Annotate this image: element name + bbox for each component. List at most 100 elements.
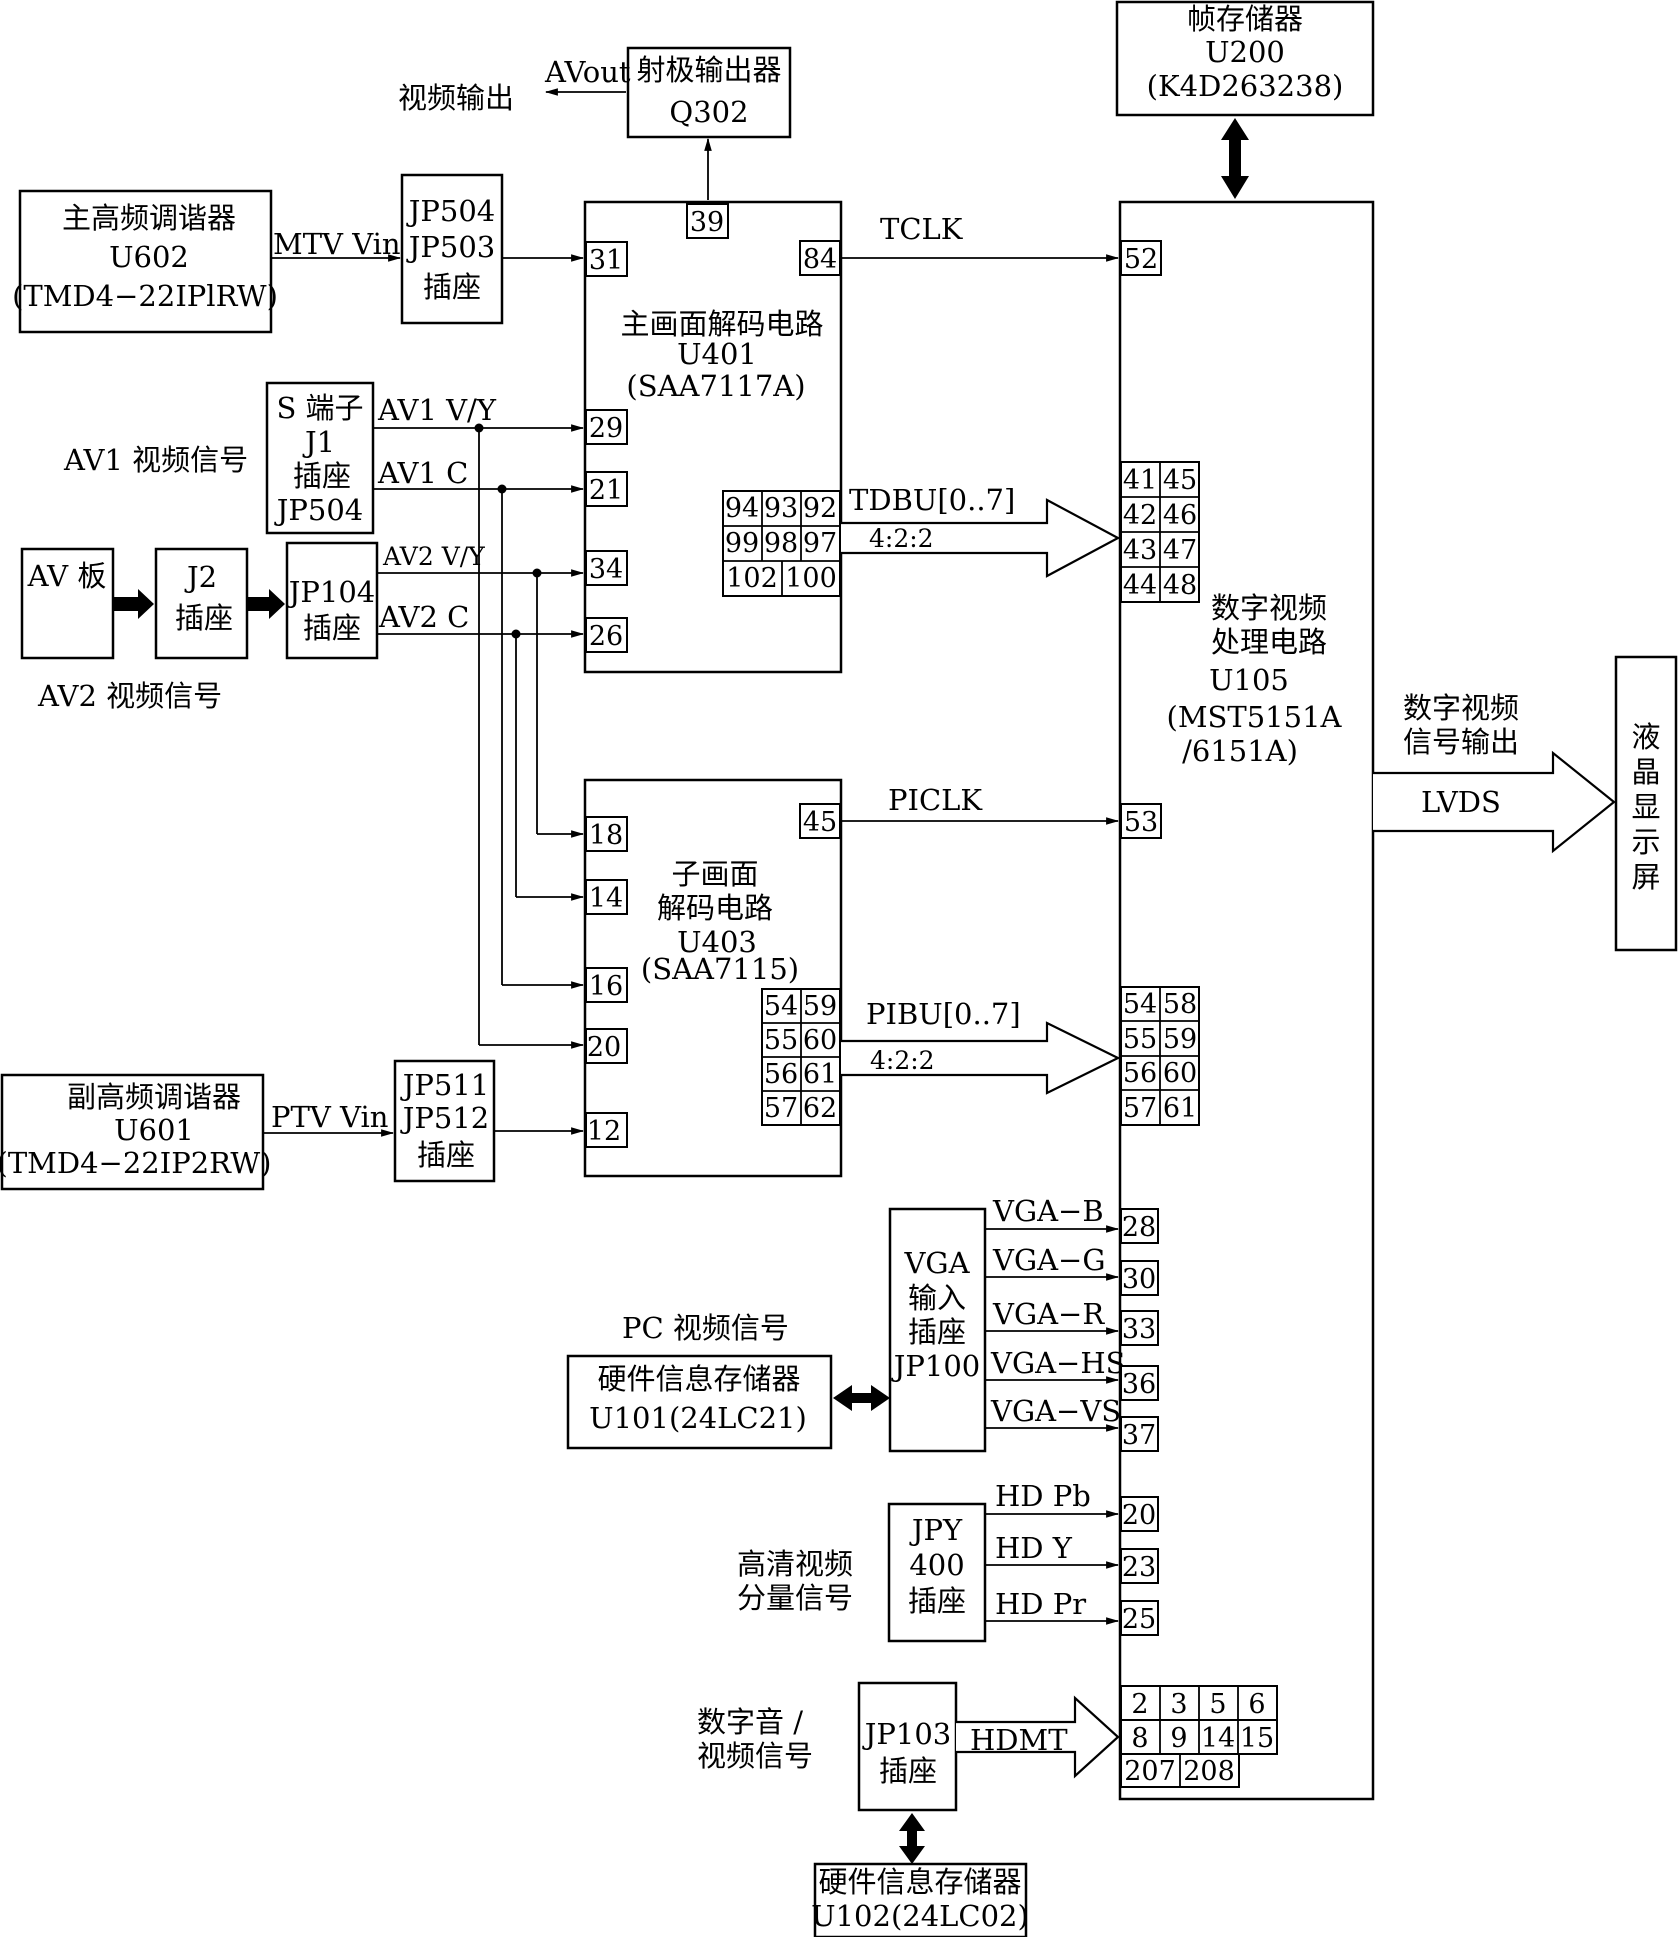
jp504-jp503-socket-label: 插座 [423, 270, 481, 304]
lcd-char: 屏 [1631, 860, 1660, 894]
u105-hd-pin: 25 [1122, 1604, 1156, 1635]
av1-vy-label: AV1 V/Y [377, 393, 497, 427]
j1-jp504-label: JP504 [274, 493, 364, 527]
u105-hd-pin: 23 [1122, 1552, 1156, 1583]
u403-data-pin: 54 [764, 991, 798, 1022]
sub-tuner-name: 副高频调谐器 [67, 1080, 241, 1114]
av2-vy-label: AV2 V/Y [382, 542, 485, 571]
u401-data-pin: 92 [803, 493, 837, 524]
u105-tdbu-pin: 46 [1163, 500, 1197, 531]
jp511-jp512-socket-label: 插座 [417, 1138, 475, 1172]
u105-pibu-pin: 58 [1163, 989, 1197, 1020]
eeprom-hdmi-name: 硬件信息存储器 [818, 1865, 1021, 1899]
u105-vga-pins: 28 30 33 36 37 [1120, 1208, 1159, 1452]
branch-wires [474, 423, 542, 1045]
jp104-socket-label: 插座 [303, 611, 361, 645]
sub-decoder-line2: 解码电路 [657, 891, 773, 925]
lvds-bus-arrow [1373, 750, 1616, 854]
u403-data-pin: 60 [803, 1025, 837, 1056]
eeprom-pc-part: U101(24LC21) [589, 1401, 807, 1435]
lcd-char: 晶 [1631, 755, 1660, 789]
vga-socket-line1: VGA [903, 1246, 970, 1280]
jpy400-line2: 400 [909, 1548, 964, 1582]
dsp-line1: 数字视频 [1211, 591, 1327, 625]
sub-decoder-part: U403 [677, 925, 757, 959]
lcd-block: 液 晶 显 示 屏 [1614, 655, 1678, 952]
av-board-to-j2-arrow [113, 589, 154, 619]
eeprom-pc-name: 硬件信息存储器 [597, 1362, 800, 1396]
u401-data-pin: 100 [785, 563, 837, 594]
j2-socket-label: 插座 [175, 601, 233, 635]
vga-b-label: VGA−B [992, 1194, 1104, 1228]
jp504-jp503-socket: JP504 JP503 插座 [400, 173, 504, 325]
u105-hdmi-pin: 207 [1124, 1756, 1176, 1787]
dsp-model2: /6151A) [1182, 734, 1298, 768]
eeprom-hdmi-part: U102(24LC02) [811, 1899, 1029, 1933]
video-out-label: 视频输出 [398, 81, 514, 115]
emitter-follower-name: 射极输出器 [636, 53, 781, 87]
vga-g-label: VGA−G [992, 1243, 1106, 1277]
jp512-label: JP512 [400, 1101, 490, 1135]
sub-tuner-model: (TMD4−22IP2RW) [0, 1146, 272, 1180]
main-tuner-part: U602 [109, 240, 189, 274]
u105-pibu-pins: 54 58 55 59 56 60 57 61 [1120, 986, 1200, 1126]
u105-vga-pin: 30 [1122, 1264, 1156, 1295]
u105-vga-pin: 36 [1122, 1369, 1156, 1400]
jpy400-line3: 插座 [908, 1584, 966, 1618]
j2-label: J2 [184, 560, 217, 594]
u403-pins: 45 18 14 16 20 12 [585, 803, 841, 1148]
frame-memory-model: (K4D263238) [1147, 69, 1344, 103]
s-terminal-label: S 端子 [276, 391, 363, 425]
u401-pin-31: 31 [589, 245, 623, 276]
u105-tdbu-pin: 42 [1123, 500, 1157, 531]
u105-hdmi-pin: 9 [1170, 1723, 1187, 1754]
j2-socket-block: J2 插座 [154, 547, 249, 660]
hd-y-label: HD Y [995, 1531, 1073, 1565]
dsp-line2: 处理电路 [1211, 625, 1327, 659]
u401-pins: 39 84 31 29 21 34 26 [585, 203, 841, 653]
vga-r-label: VGA−R [992, 1297, 1105, 1331]
eeprom-hdmi-double-arrow [899, 1813, 925, 1864]
main-tuner-model: (TMD4−22IPlRW) [12, 279, 278, 313]
av1-c-label: AV1 C [377, 456, 468, 490]
av2-c-label: AV2 C [378, 600, 469, 634]
s-terminal-j1-block: S 端子 J1 插座 JP504 [265, 381, 375, 535]
vga-hs-label: VGA−HS [990, 1346, 1126, 1380]
u403-data-pin: 55 [764, 1025, 798, 1056]
jpy400-socket-block: JPY 400 插座 [887, 1502, 987, 1643]
vga-signal-arrows [985, 1225, 1120, 1432]
u403-pin-14: 14 [589, 883, 623, 914]
vga-socket-line4: JP100 [891, 1349, 981, 1383]
emitter-follower-block: 射极输出器 Q302 [626, 46, 792, 139]
eeprom-pc-double-arrow [833, 1385, 890, 1411]
u401-pin-84: 84 [803, 244, 837, 275]
jp104-socket-block: JP104 插座 [285, 541, 379, 660]
u105-hd-pin: 20 [1122, 1500, 1156, 1531]
u401-pin-21: 21 [589, 475, 623, 506]
sub-ratio-label: 4:2:2 [870, 1046, 935, 1075]
u401-pin-26: 26 [589, 621, 623, 652]
u105-hdmi-pin: 15 [1240, 1723, 1274, 1754]
u401-data-pin: 97 [803, 528, 837, 559]
u105-pibu-pin: 54 [1123, 989, 1157, 1020]
pibu-label: PIBU[0..7] [866, 997, 1021, 1031]
main-decoder-part: U401 [677, 337, 757, 371]
u403-data-pin: 61 [803, 1059, 837, 1090]
u403-data-pin: 56 [764, 1059, 798, 1090]
u105-pibu-pin: 61 [1163, 1093, 1197, 1124]
u401-data-pin: 93 [764, 493, 798, 524]
piclk-label: PICLK [888, 783, 983, 817]
u105-hdmi-pin: 8 [1131, 1723, 1148, 1754]
jp103-label: JP103 [862, 1717, 952, 1751]
av1-source-label: AV1 视频信号 [63, 443, 248, 477]
hd-pb-label: HD Pb [995, 1479, 1091, 1513]
eeprom-pc-block: 硬件信息存储器 U101(24LC21) [566, 1354, 833, 1450]
u105-pin-52: 52 [1124, 244, 1158, 275]
u105-hdmi-pin: 5 [1209, 1689, 1226, 1720]
u105-hdmi-pins: 2 3 5 6 8 9 14 15 207 208 [1120, 1685, 1278, 1788]
jp103-socket-label: 插座 [879, 1754, 937, 1788]
u403-pin-12: 12 [587, 1116, 621, 1147]
mtv-vin-label: MTV Vin [273, 227, 401, 261]
av-board-label: AV 板 [27, 559, 107, 593]
